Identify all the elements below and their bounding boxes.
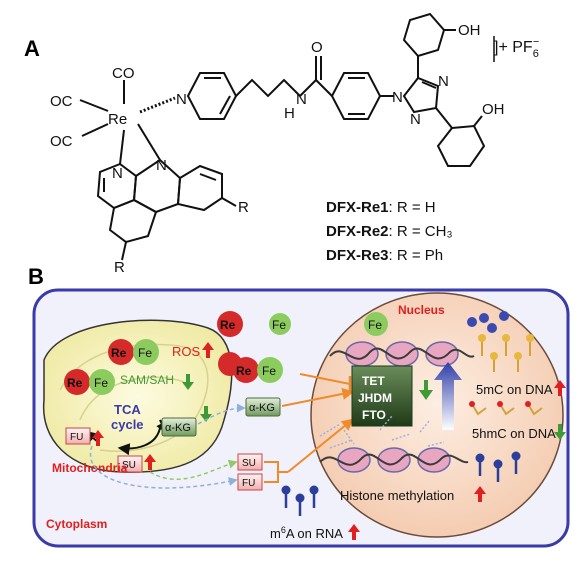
panel-a-label: A [24,36,40,61]
histone-label: Histone methylation [340,488,454,503]
svg-text:α-KG: α-KG [249,402,275,414]
svg-text:JHDM: JHDM [358,391,392,405]
cyto-fe: Fe [269,313,291,335]
counterion: ]+ PF6− [494,36,539,60]
mitochondria-label: Mitochondria [52,461,128,475]
svg-text:Fe: Fe [94,376,108,390]
svg-text:Fe: Fe [138,346,152,360]
atom-n-phen-right: N [156,157,167,174]
mito-su-up-arrow [144,454,156,470]
m6a-up-arrow [348,524,360,540]
structure-bonds [79,12,486,261]
rna-marks [281,485,319,516]
atom-n-triazole-1: N [392,89,403,106]
mito-fu-up-arrow [92,430,104,446]
m6a-label: m6A on RNA [270,525,343,541]
dna-marks-mid [469,401,543,416]
mito-fu-box [65,427,91,445]
atom-n-pyridine: N [176,91,187,108]
panel-b-label: B [28,264,44,289]
svg-text:α-KG: α-KG [165,422,191,434]
nucleus-label: Nucleus [398,303,445,317]
svg-text:Re: Re [111,346,127,360]
cyto-re: Re [217,311,243,337]
cycle-label: cycle [111,417,144,432]
atom-oc-bottom: OC [50,133,73,150]
atom-r-right: R [238,199,249,216]
mito-akg-down-arrow [200,406,212,422]
atom-re: Re [108,111,127,128]
methylation-up-gradient-arrow [434,362,462,430]
compound-3: DFX-Re3: R = Ph [326,247,443,264]
svg-text:SU: SU [242,458,256,469]
sam-down-arrow [182,374,194,390]
atom-n-phen-left: N [112,165,123,182]
ros-label: ROS [172,344,201,359]
cyto-fu-box [237,473,263,491]
atom-o-amide: O [311,39,323,56]
atom-n-amide: N [296,91,307,108]
svg-text:FTO: FTO [362,408,386,422]
atom-n-triazole-3: N [410,111,421,128]
enzyme-box [351,365,413,427]
sam-sah-label: SAM/SAH [120,373,174,387]
5hmc-label: 5hmC on DNA [472,426,556,441]
compound-2: DFX-Re2: R = CH₃ [326,223,453,240]
atom-n-triazole-2: N [438,73,449,90]
mito-akg-box [161,417,197,437]
svg-text:Fe: Fe [368,318,382,332]
svg-text:Re: Re [67,376,83,390]
histone-up-arrow [474,486,486,502]
5hmc-down-arrow [554,424,566,440]
ros-up-arrow [202,342,214,358]
atom-oh-bottom: OH [482,101,505,118]
mito-su-box [117,455,143,473]
cyto-re-fe: Re Fe [233,357,283,383]
svg-text:Fe: Fe [272,318,286,332]
5mc-label: 5mC on DNA [476,382,553,397]
dna-marks-top [467,311,534,372]
cytoplasm-label: Cytoplasm [46,517,107,531]
svg-text:FU: FU [242,478,255,489]
5mc-up-arrow [554,380,566,396]
atom-co-top: CO [112,65,135,82]
atom-oh-top: OH [458,22,481,39]
mito-re-fe-2: Re Fe [108,339,159,365]
compound-1: DFX-Re1: R = H [326,199,436,216]
tca-label: TCA [114,402,141,417]
enzyme-down-arrow [419,380,433,400]
atom-h-amide: H [284,105,295,122]
cyto-akg-box [245,397,281,417]
compound-legend: DFX-Re1: R = H DFX-Re2: R = CH₃ DFX-Re3:… [326,199,453,264]
svg-text:Re: Re [236,364,252,378]
nucleosomes-top [329,341,475,367]
mito-re-fe-1: Re Fe [64,369,115,395]
nucleus-fe: Fe [364,312,388,336]
svg-text:Re: Re [220,318,236,332]
atom-oc-left: OC [50,93,73,110]
histone-marks [475,451,521,482]
svg-text:Fe: Fe [262,364,276,378]
atom-r-left: R [114,259,125,276]
svg-text:TET: TET [362,374,385,388]
structure-atoms: Re CO OC OC N N N R R H N O N N N OH OH [50,22,505,276]
nucleosomes-bottom [319,415,469,473]
svg-text:SU: SU [122,460,136,471]
svg-text:FU: FU [70,432,83,443]
cyto-su-box [237,453,263,471]
